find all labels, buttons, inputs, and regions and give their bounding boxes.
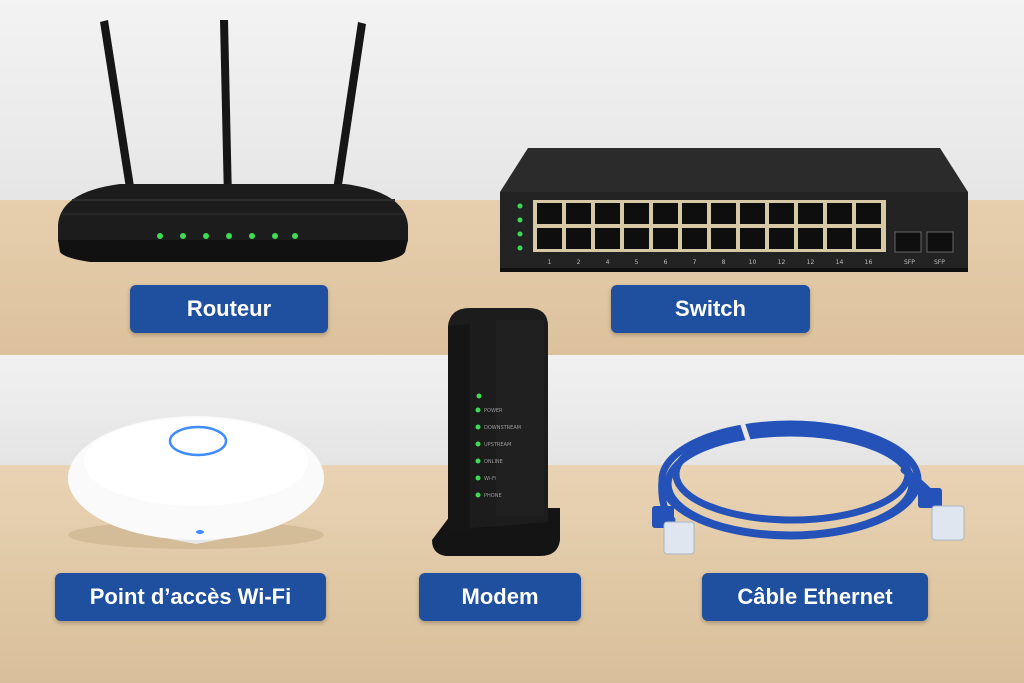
switch-port — [566, 203, 591, 224]
switch-port — [740, 228, 765, 249]
switch-port-number: 2 — [577, 259, 581, 266]
access-point-label: Point d’accès Wi-Fi — [55, 573, 326, 621]
switch-port — [537, 203, 562, 224]
switch-port — [798, 203, 823, 224]
router-label: Routeur — [130, 285, 328, 333]
switch-port — [827, 203, 852, 224]
switch-port-number: 12 — [778, 259, 786, 266]
switch-port — [856, 228, 881, 249]
switch-port — [624, 228, 649, 249]
sfp-label-1: SFP — [904, 259, 915, 266]
switch-port — [653, 228, 678, 249]
sfp-label-2: SFP — [934, 259, 945, 266]
switch-port — [769, 228, 794, 249]
switch-ethernet-ports — [537, 203, 881, 249]
switch-port — [566, 228, 591, 249]
switch-port-number: 6 — [664, 259, 668, 266]
switch-port-number: 4 — [606, 259, 610, 266]
switch-port-number: 5 — [635, 259, 639, 266]
modem-image: POWER DOWNSTREAM UPSTREAM ONLINE Wi-Fi P… — [432, 308, 560, 556]
modem-led-label-upstream: UPSTREAM — [484, 442, 511, 448]
switch-port — [595, 228, 620, 249]
switch-port-number: 12 — [807, 259, 815, 266]
router-image — [58, 20, 408, 262]
router-status-leds — [157, 233, 298, 239]
switch-port — [711, 228, 736, 249]
switch-port — [595, 203, 620, 224]
modem-led-label-wifi: Wi-Fi — [484, 476, 496, 482]
ethernet-cable-label: Câble Ethernet — [702, 573, 928, 621]
switch-port — [740, 203, 765, 224]
switch-port — [682, 228, 707, 249]
switch-port-number: 10 — [749, 259, 757, 266]
modem-led-label-online: ONLINE — [484, 459, 503, 465]
switch-port-number: 7 — [693, 259, 697, 266]
switch-port — [624, 203, 649, 224]
switch-port-number: 1 — [548, 259, 552, 266]
switch-port — [537, 228, 562, 249]
switch-port-number: 8 — [722, 259, 726, 266]
switch-port — [711, 203, 736, 224]
switch-port-number: 14 — [836, 259, 844, 266]
switch-port — [827, 228, 852, 249]
rj45-connector-left — [652, 506, 695, 555]
modem-led-label-phone: PHONE — [484, 493, 502, 499]
switch-port — [653, 203, 678, 224]
ethernet-cable-image — [658, 419, 940, 540]
modem-led-label-power: POWER — [484, 408, 503, 414]
access-point-image — [68, 416, 324, 549]
rj45-connector-right — [918, 488, 965, 541]
switch-port — [856, 203, 881, 224]
switch-port-number: 16 — [865, 259, 873, 266]
modem-label: Modem — [419, 573, 581, 621]
modem-status-leds — [475, 393, 482, 498]
switch-label: Switch — [611, 285, 810, 333]
switch-port — [798, 228, 823, 249]
modem-led-label-downstream: DOWNSTREAM — [484, 425, 521, 431]
switch-port — [682, 203, 707, 224]
switch-port — [769, 203, 794, 224]
